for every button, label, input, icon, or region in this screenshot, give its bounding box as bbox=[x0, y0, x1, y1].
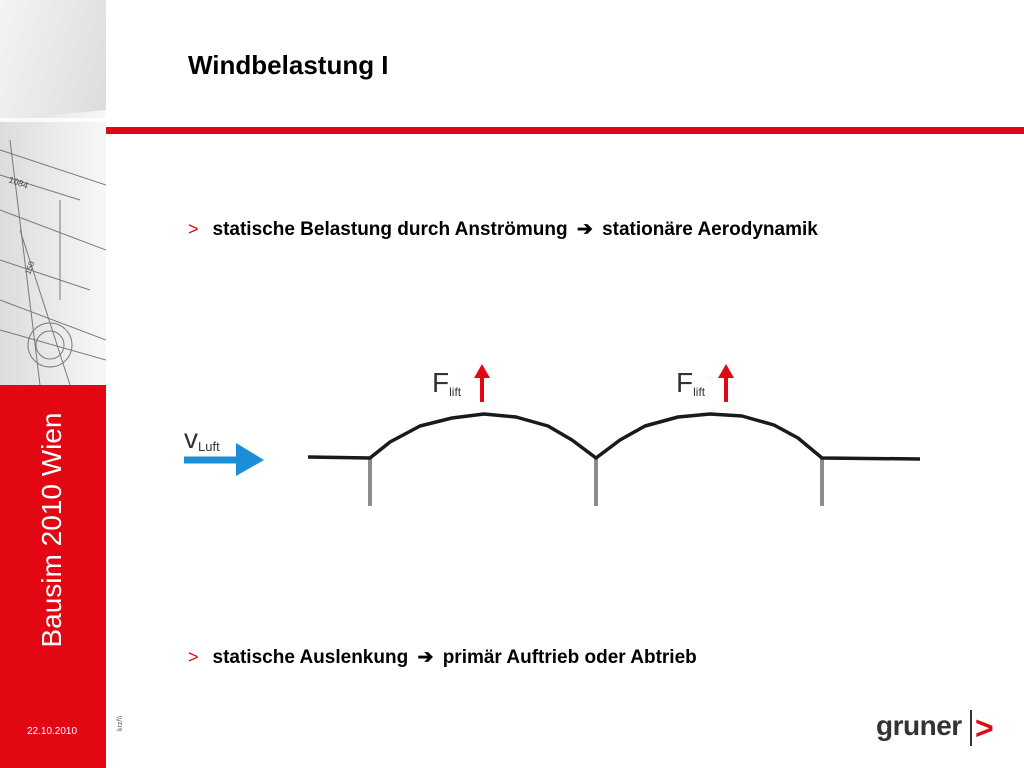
logo-divider bbox=[970, 710, 972, 746]
header-divider bbox=[106, 127, 1024, 134]
lift-arrow-up-icon bbox=[474, 364, 490, 378]
gruner-logo: gruner > bbox=[876, 706, 996, 748]
logo-wordmark: gruner bbox=[876, 710, 962, 741]
force-label: Flift bbox=[432, 367, 462, 399]
logo-chevron-icon: > bbox=[975, 710, 994, 746]
bullet-text: stationäre Aerodynamik bbox=[602, 219, 818, 240]
sidebar-drawing-image: 1084 150 bbox=[0, 0, 106, 385]
arrow-right-icon: ➔ bbox=[417, 647, 434, 668]
bullet-marker: > bbox=[188, 647, 199, 667]
bullet-text: primär Auftrieb oder Abtrieb bbox=[442, 647, 697, 668]
arrow-right-icon: ➔ bbox=[576, 219, 593, 240]
bullet-item: >statische Belastung durch Anströmung ➔ … bbox=[188, 218, 818, 241]
slide-date: 22.10.2010 bbox=[27, 726, 78, 737]
bullet-marker: > bbox=[188, 219, 199, 239]
wind-arrow-head-icon bbox=[236, 443, 264, 476]
svg-text:150: 150 bbox=[23, 260, 36, 276]
bullet-item: > statische Auslenkung ➔ primär Auftrieb … bbox=[188, 646, 697, 669]
lift-arrow-up-icon bbox=[718, 364, 734, 378]
force-label: Flift bbox=[676, 367, 706, 399]
velocity-label: vLuft bbox=[184, 423, 220, 454]
bullet-text: statische Auslenkung bbox=[212, 647, 409, 668]
page-title: Windbelastung I bbox=[188, 50, 389, 80]
roof-profile bbox=[307, 412, 921, 461]
bullet-text: statische Belastung durch Anströmung bbox=[212, 219, 568, 240]
sidebar-red-band bbox=[0, 385, 106, 768]
